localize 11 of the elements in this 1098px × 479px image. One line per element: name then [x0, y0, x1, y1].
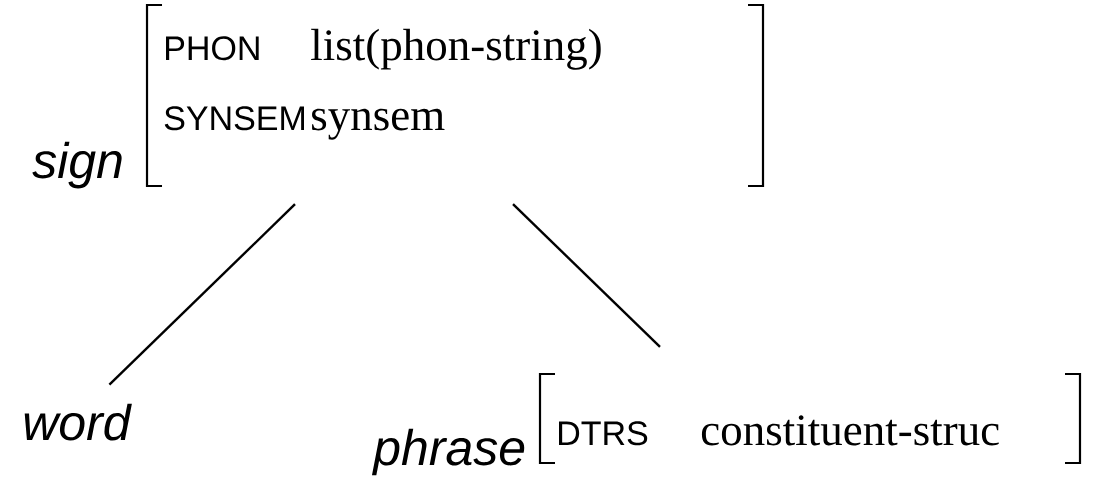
hierarchy-line	[108, 203, 296, 386]
hierarchy-line	[512, 203, 661, 348]
feature-value: synsem	[312, 108, 445, 140]
feature-name: DTRS	[559, 421, 648, 446]
feature-name: PHON	[166, 36, 259, 61]
feature-value: list(phon-string)	[311, 28, 601, 70]
feature-value: constituent-struc	[701, 415, 999, 446]
feature-name: SYNSEM	[164, 106, 304, 131]
type-label: phrase	[371, 428, 525, 476]
type-label: word	[24, 403, 132, 441]
type-label: sign	[32, 141, 122, 189]
